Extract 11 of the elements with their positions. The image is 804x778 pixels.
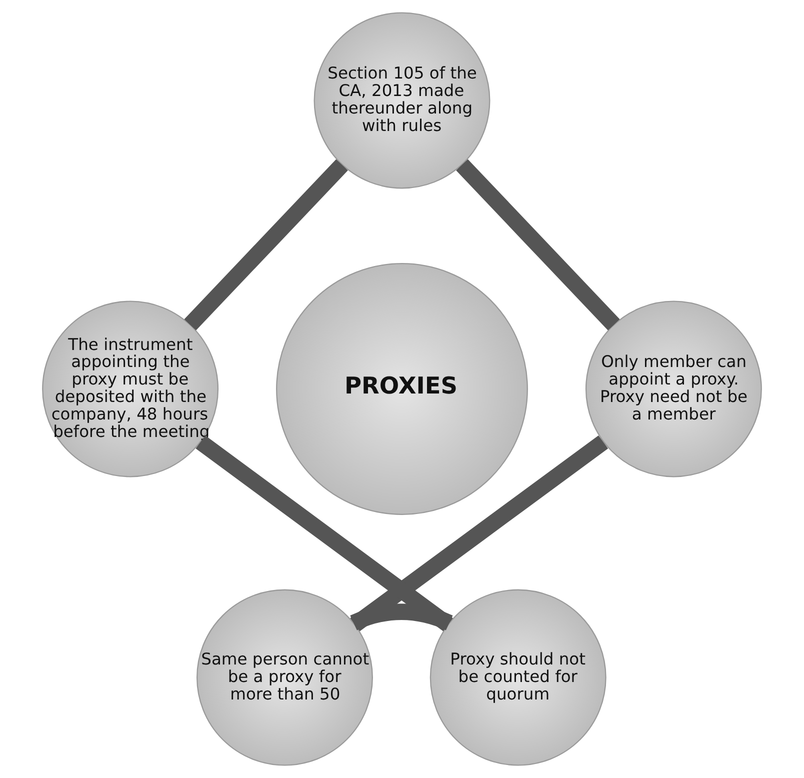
node-circle: Section 105 of the CA, 2013 made thereunder along with rules [314,12,490,189]
connector [456,159,620,330]
connector [184,159,348,330]
connector [350,435,608,632]
connector [196,435,453,632]
node-circle: The instrument appointing the proxy must be deposited with the company, 48 hours before the meeting [42,300,219,478]
node-circle: Only member can appoint a proxy. Proxy need not be a member [585,300,762,478]
node-circle: Same person cannot be a proxy for more than 50 [196,589,373,766]
node-circle: Proxy should not be counted for quorum [430,589,606,766]
node-circle: PROXIES [276,263,528,515]
connector [350,604,452,630]
